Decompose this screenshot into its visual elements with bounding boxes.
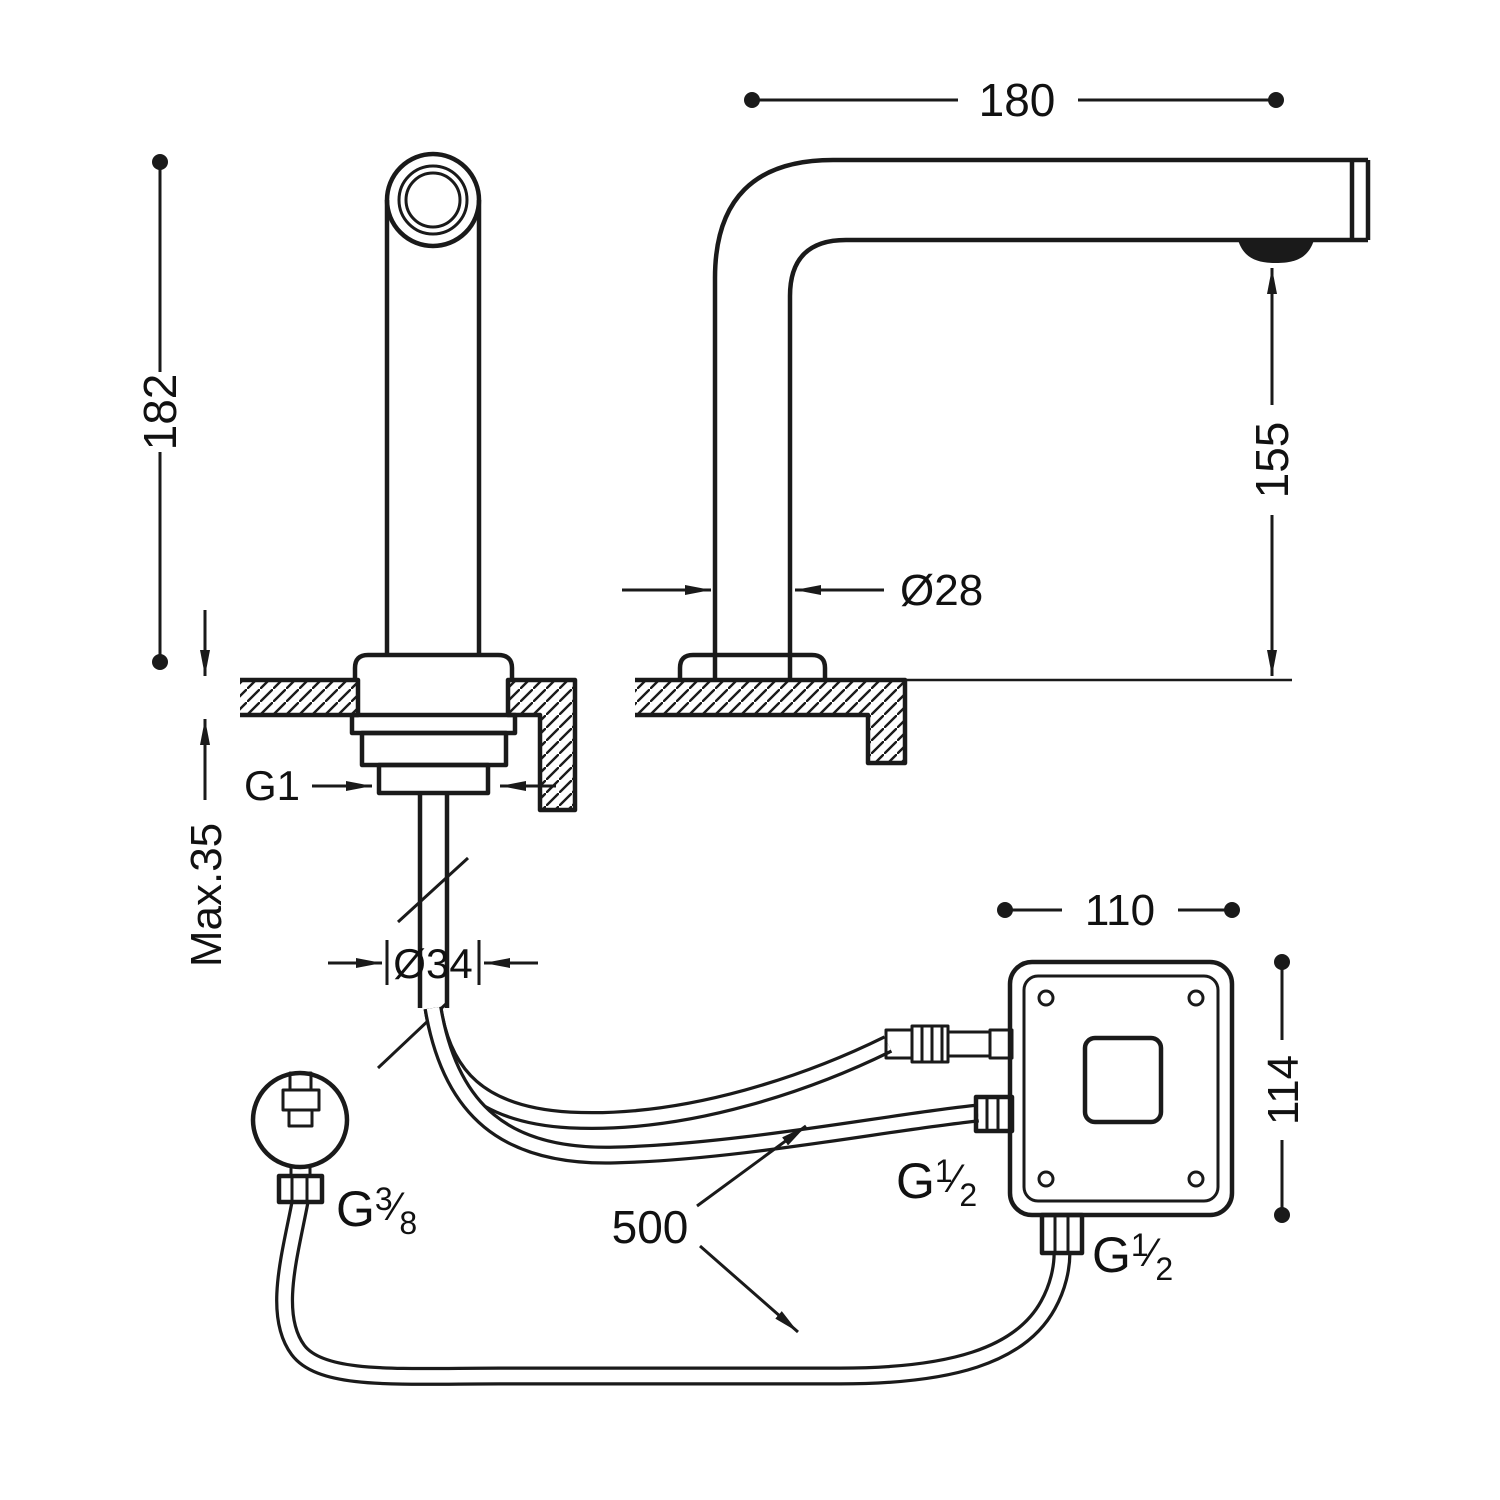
supply-valve: G3⁄8 [250,1070,417,1241]
dim-label-110: 110 [1085,886,1155,935]
dim-label-500: 500 [612,1201,689,1253]
base-flange [352,652,515,680]
mounting-nut [359,730,509,768]
tube-outer [712,157,1368,680]
dim-label-max35: Max.35 [182,823,231,967]
base-flange-side [677,652,828,680]
box-outer [1007,959,1235,1218]
cable-plug-tail [884,1028,914,1060]
dim-label-180: 180 [979,74,1056,126]
dim-label-155: 155 [1246,422,1298,499]
valve-escutcheon [250,1070,350,1170]
cable-plug-body [946,1030,992,1058]
dim-shank-diameter: Ø34 [328,940,538,987]
dim-label-d28: Ø28 [900,566,983,615]
spout-top-inner-circle [404,171,462,229]
valve-hose-nut [276,1173,325,1205]
box-inlet-fitting [973,1094,1015,1134]
mixed-water-hose-inner [426,1006,979,1162]
dim-spout-reach: 180 [744,74,1284,126]
deck-hatch-left [240,680,358,715]
dim-hose-length: 500 [612,1124,807,1334]
box-cable-entry [988,1028,1014,1060]
screw [1187,1170,1205,1188]
dim-spout-height: 155 [1246,268,1298,676]
coupling-knurl-lines [920,1026,944,1062]
tube-inner [787,237,1368,680]
deck-hatch-side [635,680,905,763]
deck-outline-left [240,677,361,718]
box-inner-border [1022,974,1220,1203]
inlet-facet-lines [985,1097,1000,1131]
supply-hose-inner [278,1200,1069,1383]
box-window [1082,1035,1164,1125]
screw [1037,1170,1055,1188]
washer [349,712,518,736]
control-box: 110 114 G1⁄2 G1⁄2 [884,886,1308,1287]
aerator-outlet [1238,240,1314,263]
dim-label-g1: G1 [244,762,300,809]
outlet-facet-lines [1053,1215,1070,1253]
dim-base-thread: G1 [244,762,556,809]
thread-label-g12-outlet: G1⁄2 [1092,1227,1173,1287]
dim-label-d34: Ø34 [393,940,472,987]
arrow-to-hose-upper [696,1124,807,1208]
threaded-collar [376,762,491,796]
spout-top-mid-circle [397,164,469,236]
front-view-faucet [240,151,578,1070]
valve-lower [287,1108,314,1128]
dim-label-114: 114 [1259,1055,1308,1125]
spout-top-outer-circle [384,151,482,249]
thread-label-g12-inlet: G1⁄2 [896,1153,977,1213]
thread-label-g38: G3⁄8 [336,1181,417,1241]
hoses [275,1006,1072,1386]
dim-spout-diameter: Ø28 [622,566,983,615]
deck-outline-side [635,677,908,766]
side-view-faucet [635,157,1371,766]
screw [1187,989,1205,1007]
box-outlet-fitting [1039,1212,1085,1256]
dim-deck-thickness: Max.35 [182,610,231,967]
dim-label-182: 182 [134,374,186,451]
screw [1037,989,1055,1007]
dim-overall-height: 182 [134,154,186,670]
break-slash-upper [396,856,470,924]
valve-body [281,1088,321,1112]
arrow-to-hose-lower [699,1244,799,1334]
